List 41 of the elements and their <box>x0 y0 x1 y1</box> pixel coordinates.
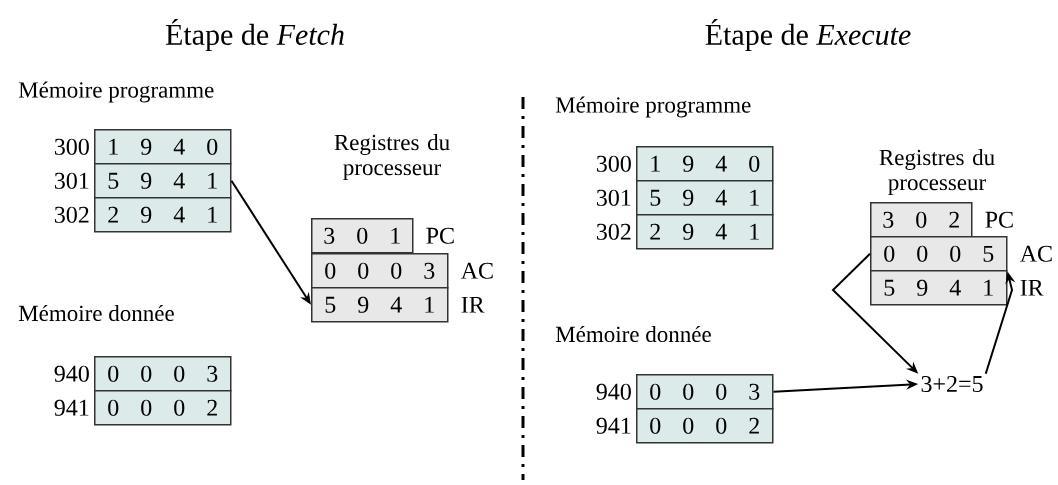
memory-cell: 0 0 0 2 <box>636 408 774 444</box>
panel-title: Étape de Fetch <box>165 18 344 52</box>
register-cell: 5 9 4 1 <box>870 270 1008 306</box>
memory-cell: 0 0 0 3 <box>94 356 232 392</box>
register-name: AC <box>460 262 493 279</box>
register-name: IR <box>461 296 485 313</box>
register-name: PC <box>985 211 1013 228</box>
register-cell: 0 0 0 3 <box>311 253 449 289</box>
address-label: 302 <box>596 223 631 240</box>
address-label: 300 <box>596 155 631 172</box>
register-name: IR <box>1020 279 1044 296</box>
equation-text: 3+2=5 <box>921 375 983 393</box>
address-label: 940 <box>54 365 89 382</box>
address-label: 940 <box>596 383 631 400</box>
section-heading: Registres du processeur <box>879 149 995 195</box>
memory-cell: 2 9 4 1 <box>94 197 232 233</box>
register-cell: 0 0 0 5 <box>870 236 1008 272</box>
address-label: 941 <box>54 399 89 416</box>
section-heading: Mémoire donnée <box>18 304 174 322</box>
memory-cell: 0 0 0 3 <box>636 374 774 410</box>
memory-cell: 1 9 4 0 <box>636 146 774 182</box>
memory-cell: 2 9 4 1 <box>636 214 774 250</box>
section-heading: Mémoire programme <box>555 96 751 118</box>
panel-title: Étape de Execute <box>705 18 911 52</box>
register-cell: 3 0 2 <box>870 202 973 238</box>
register-cell: 3 0 1 <box>311 218 414 254</box>
section-heading: Mémoire donnée <box>555 325 711 343</box>
register-name: PC <box>426 227 454 244</box>
register-name: AC <box>1019 245 1052 262</box>
section-heading: Registres du processeur <box>334 134 450 180</box>
memory-cell: 5 9 4 1 <box>636 180 774 216</box>
address-label: 300 <box>54 138 89 155</box>
register-cell: 5 9 4 1 <box>311 287 449 323</box>
memory-cell: 5 9 4 1 <box>94 163 232 199</box>
section-heading: Mémoire programme <box>18 81 214 103</box>
address-label: 301 <box>54 172 89 189</box>
address-label: 941 <box>596 417 631 434</box>
address-label: 302 <box>54 206 89 223</box>
address-label: 301 <box>596 189 631 206</box>
memory-cell: 0 0 0 2 <box>94 390 232 426</box>
memory-cell: 1 9 4 0 <box>94 129 232 165</box>
